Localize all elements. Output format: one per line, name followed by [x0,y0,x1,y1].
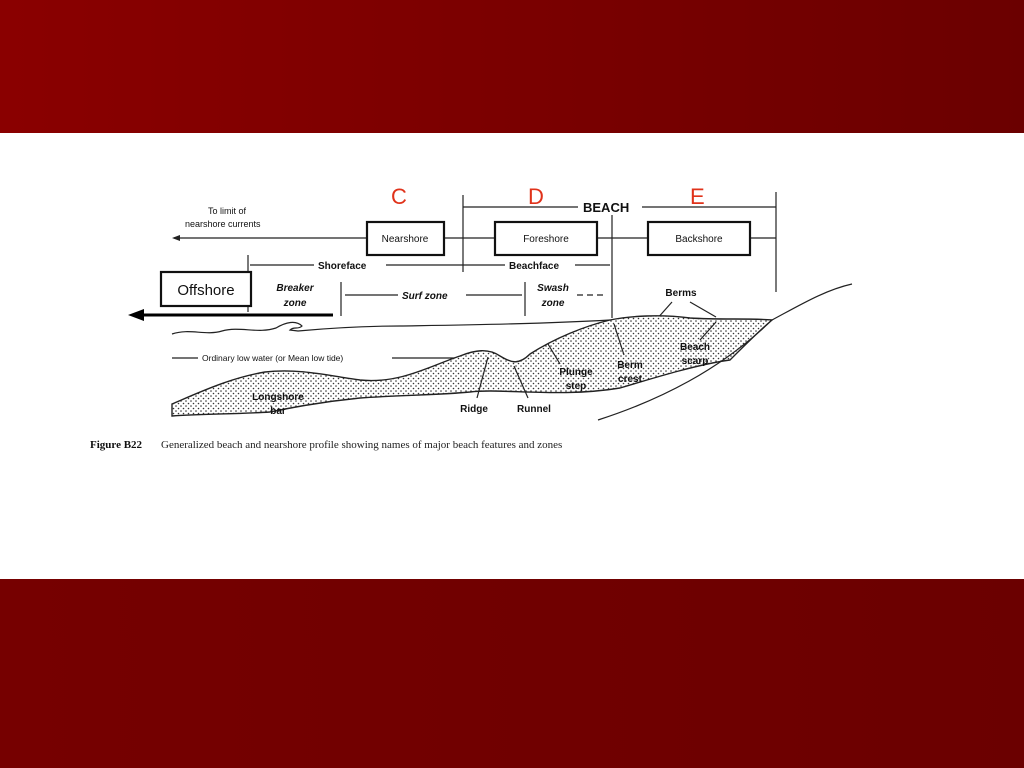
berm-crest-pointer [613,323,625,356]
longshore-bar-label-2: bar [270,406,286,417]
figure-caption: Generalized beach and nearshore profile … [161,439,562,451]
plunge-step-label-2: step [566,381,587,392]
beach-scarp-label-2: scarp [682,356,709,367]
backshore-label: Backshore [675,234,723,245]
ridge-label: Ridge [460,404,488,415]
plunge-step-pointer [547,343,561,365]
runnel-pointer [513,365,529,399]
foreshore-box [493,220,599,257]
limit-arrowhead [172,235,180,241]
foreshore-label: Foreshore [523,234,569,245]
offshore-label: Offshore [177,282,234,299]
letter-c: C [391,184,407,209]
breaker-label-1: Breaker [276,283,314,294]
plunge-step-label-1: Plunge [559,367,593,378]
beach-scarp-label-1: Beach [680,342,710,353]
top-banner [0,0,1024,133]
longshore-bar-label-1: Longshore [252,392,304,403]
nearshore-label: Nearshore [382,234,429,245]
offshore-arrowhead [128,309,144,321]
breaker-label-2: zone [283,298,307,309]
runnel-label: Runnel [517,404,551,415]
berm-crest-label-2: crest [618,374,643,385]
sediment-profile [171,315,774,417]
berm-crest-label-1: Berm [617,360,643,371]
backshore-box [646,220,752,257]
ridge-pointer [476,356,489,399]
low-water-label: Ordinary low water (or Mean low tide) [202,353,343,363]
shoreline-bedrock-line [597,283,853,421]
offshore-box [159,270,253,308]
surf-zone-label: Surf zone [402,291,448,302]
berm-pointer-2 [689,301,717,318]
beachface-label: Beachface [509,261,559,272]
beach-scarp-pointer [699,321,717,341]
figure-number: Figure B22 [90,439,143,451]
to-limit-label-1: To limit of [208,206,247,216]
swash-label-2: zone [541,298,565,309]
beach-label: BEACH [583,200,629,215]
water-surface [171,319,611,335]
swash-label-1: Swash [537,283,569,294]
to-limit-label-2: nearshore currents [185,219,261,229]
shoreface-label: Shoreface [318,261,367,272]
nearshore-box [365,220,446,257]
letter-e: E [690,184,705,209]
berms-label: Berms [665,288,697,299]
bottom-banner [0,579,1024,768]
letter-d: D [528,184,544,209]
